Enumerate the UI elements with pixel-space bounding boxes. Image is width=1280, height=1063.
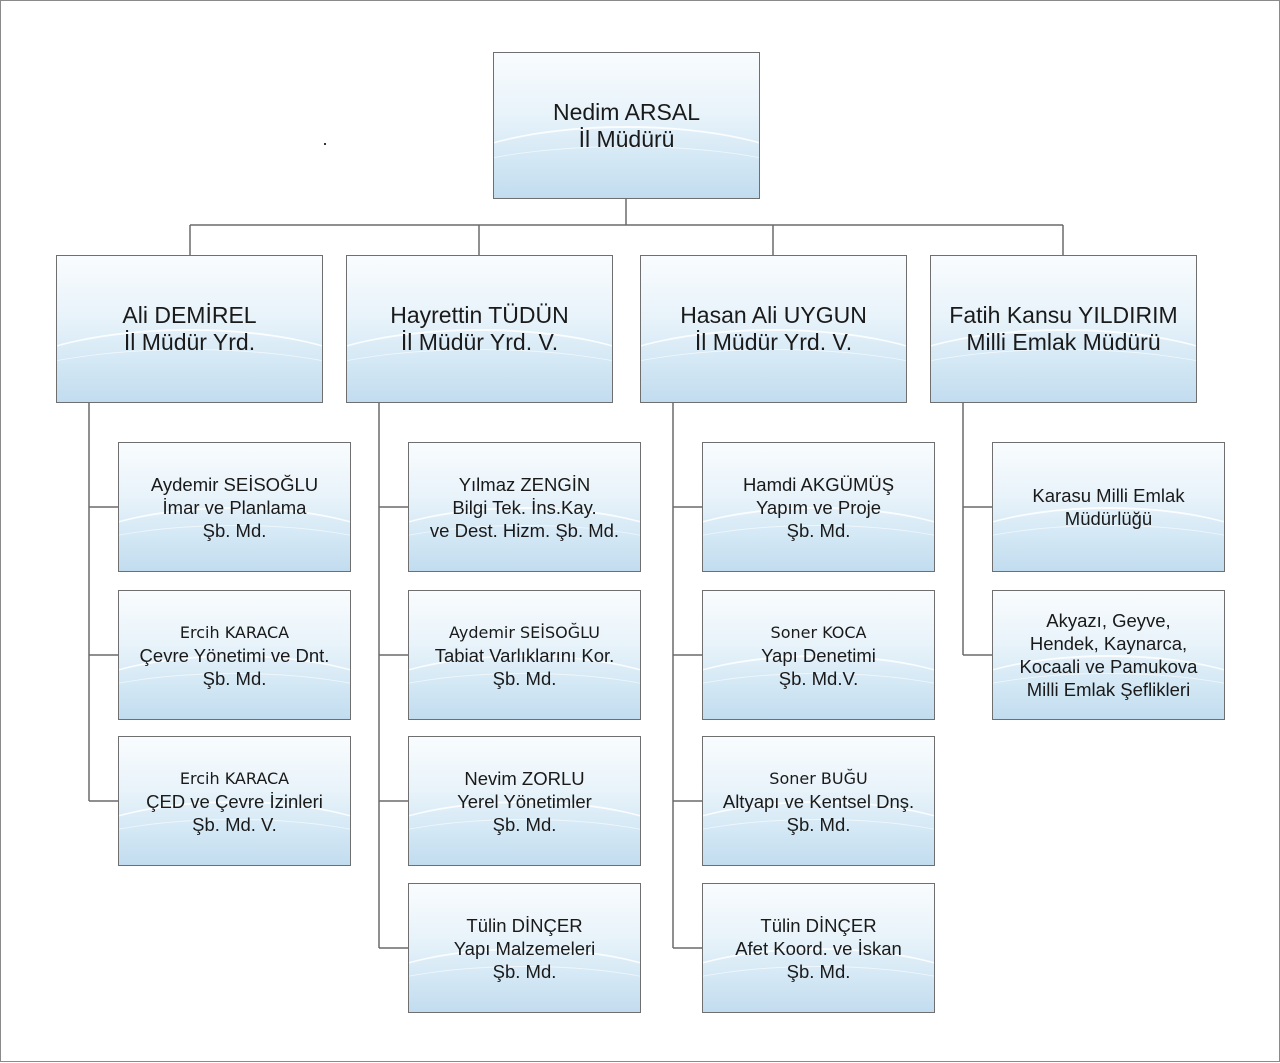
unit-line: Yapım ve Proje	[755, 496, 882, 518]
unit-line: ve Dest. Hizm. Şb. Md.	[429, 519, 620, 541]
branch-title: İl Müdür Yrd. V.	[694, 329, 853, 355]
unit-line: Ercih KARACA	[179, 622, 290, 642]
unit-line: Afet Koord. ve İskan	[735, 937, 902, 959]
unit-line: Kocaali ve Pamukova	[1019, 656, 1198, 677]
unit-node: Karasu Milli Emlak Müdürlüğü	[992, 442, 1225, 572]
unit-line: Şb. Md.	[786, 960, 851, 982]
branch-node-4: Fatih Kansu YILDIRIM Milli Emlak Müdürü	[930, 255, 1197, 403]
branch-node-1: Ali DEMİREL İl Müdür Yrd.	[56, 255, 323, 403]
unit-line: Çevre Yönetimi ve Dnt.	[139, 644, 330, 666]
unit-line: Milli Emlak Şeflikleri	[1026, 679, 1191, 700]
unit-line: Tülin DİNÇER	[760, 914, 877, 936]
unit-node: Tülin DİNÇER Yapı Malzemeleri Şb. Md.	[408, 883, 641, 1013]
branch-node-3: Hasan Ali UYGUN İl Müdür Yrd. V.	[640, 255, 907, 403]
unit-node: Akyazı, Geyve, Hendek, Kaynarca, Kocaali…	[992, 590, 1225, 720]
unit-line: Yapı Denetimi	[761, 644, 876, 666]
root-node: Nedim ARSAL İl Müdürü	[493, 52, 760, 199]
unit-line: Yılmaz ZENGİN	[458, 473, 591, 495]
branch-title: İl Müdür Yrd. V.	[400, 329, 559, 355]
unit-line: Şb. Md.	[202, 519, 267, 541]
unit-line: Şb. Md.	[786, 519, 851, 541]
branch-title: İl Müdür Yrd.	[123, 329, 256, 355]
unit-line: Ercih KARACA	[179, 768, 290, 788]
unit-line: Şb. Md.	[492, 813, 557, 835]
unit-line: Şb. Md.	[492, 667, 557, 689]
unit-node: Aydemir SEİSOĞLU İmar ve Planlama Şb. Md…	[118, 442, 351, 572]
unit-line: Bilgi Tek. İns.Kay.	[452, 496, 597, 518]
unit-node: Ercih KARACA ÇED ve Çevre İzinleri Şb. M…	[118, 736, 351, 866]
unit-line: Nevim ZORLU	[464, 767, 585, 789]
unit-line: Şb. Md.V.	[778, 667, 859, 689]
branch-name: Ali DEMİREL	[122, 302, 257, 328]
unit-line: Altyapı ve Kentsel Dnş.	[722, 790, 915, 812]
unit-node: Yılmaz ZENGİN Bilgi Tek. İns.Kay. ve Des…	[408, 442, 641, 572]
branch-node-2: Hayrettin TÜDÜN İl Müdür Yrd. V.	[346, 255, 613, 403]
unit-line: Tülin DİNÇER	[466, 914, 583, 936]
unit-node: Ercih KARACA Çevre Yönetimi ve Dnt. Şb. …	[118, 590, 351, 720]
unit-node: Tülin DİNÇER Afet Koord. ve İskan Şb. Md…	[702, 883, 935, 1013]
unit-line: Tabiat Varlıklarını Kor.	[434, 644, 615, 666]
unit-node: Hamdi AKGÜMÜŞ Yapım ve Proje Şb. Md.	[702, 442, 935, 572]
unit-line: Akyazı, Geyve,	[1046, 610, 1171, 631]
unit-line: Müdürlüğü	[1064, 508, 1153, 529]
unit-line: Karasu Milli Emlak	[1032, 485, 1185, 506]
unit-line: Şb. Md.	[202, 667, 267, 689]
unit-line: Yapı Malzemeleri	[453, 937, 596, 959]
unit-line: Soner KOCA	[770, 622, 867, 642]
unit-node: Nevim ZORLU Yerel Yönetimler Şb. Md.	[408, 736, 641, 866]
unit-node: Aydemir SEİSOĞLU Tabiat Varlıklarını Kor…	[408, 590, 641, 720]
unit-line: İmar ve Planlama	[162, 496, 307, 518]
unit-line: Yerel Yönetimler	[457, 790, 592, 812]
root-title: İl Müdürü	[578, 125, 675, 152]
unit-line: Aydemir SEİSOĞLU	[150, 473, 319, 495]
unit-line: Şb. Md.	[786, 813, 851, 835]
unit-line: ÇED ve Çevre İzinleri	[146, 790, 323, 812]
branch-name: Hayrettin TÜDÜN	[390, 302, 569, 328]
unit-line: Şb. Md.	[492, 960, 557, 982]
unit-line: Hamdi AKGÜMÜŞ	[742, 473, 895, 495]
root-name: Nedim ARSAL	[552, 98, 700, 125]
unit-line: Şb. Md. V.	[192, 813, 277, 835]
unit-line: Hendek, Kaynarca,	[1029, 633, 1188, 654]
unit-node: Soner KOCA Yapı Denetimi Şb. Md.V.	[702, 590, 935, 720]
unit-node: Soner BUĞU Altyapı ve Kentsel Dnş. Şb. M…	[702, 736, 935, 866]
unit-line: Soner BUĞU	[769, 768, 868, 788]
stray-dot	[324, 143, 326, 145]
branch-name: Hasan Ali UYGUN	[680, 302, 867, 328]
branch-title: Milli Emlak Müdürü	[966, 329, 1161, 355]
unit-line: Aydemir SEİSOĞLU	[449, 622, 600, 642]
branch-name: Fatih Kansu YILDIRIM	[949, 302, 1178, 328]
